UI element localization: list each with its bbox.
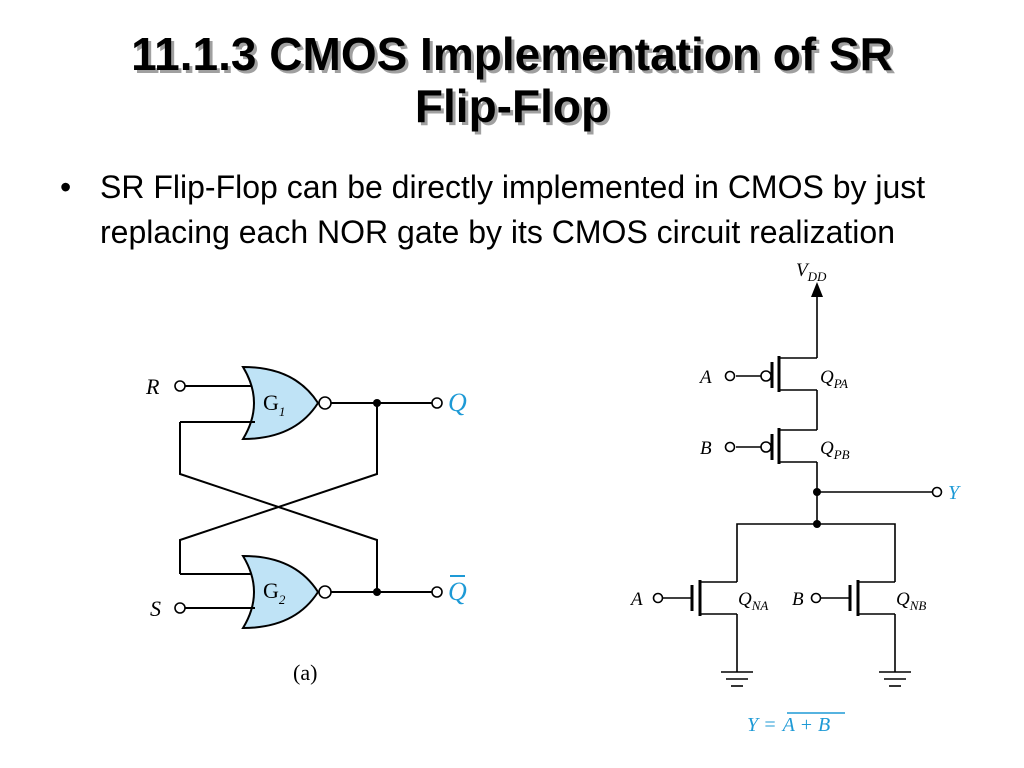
title-line-1: 11.1.3 CMOS Implementation of SR (131, 28, 893, 80)
output-qbar-label: Q (448, 577, 467, 606)
qpa-input-a-label: A (698, 367, 712, 388)
input-a-top-terminal (724, 370, 736, 382)
ground-icon (721, 671, 753, 687)
qnb-label: QNB (896, 589, 926, 613)
qpa-label: QPA (820, 367, 848, 391)
gate-g1-label: G1 (263, 390, 285, 419)
title-line-2: Flip-Flop (414, 80, 610, 132)
nmos-drain-bus (736, 523, 896, 582)
output-y-terminal (931, 486, 943, 498)
slide-title: 11.1.3 CMOS Implementation of SR Flip-Fl… (0, 28, 1024, 132)
bullet-text: SR Flip-Flop can be directly implemented… (100, 169, 926, 250)
qna-label: QNA (738, 589, 768, 613)
input-b-bottom-terminal (810, 592, 822, 604)
input-s-label: S (150, 596, 161, 621)
output-y-label: Y (948, 482, 961, 504)
bullet-item: • SR Flip-Flop can be directly implement… (60, 165, 940, 255)
qbar-output-terminal (431, 586, 443, 598)
q-to-g2-crossover (179, 403, 378, 574)
qpb-label: QPB (820, 438, 850, 462)
bullet-marker: • (60, 169, 72, 205)
nor-equation: Y =A + B (747, 714, 830, 736)
qnb-input-b-label: B (792, 589, 804, 610)
input-r-label: R (145, 374, 160, 399)
qna-input-a-label: A (629, 589, 643, 610)
qbar-junction-node (373, 588, 381, 596)
q-output-terminal (431, 397, 443, 409)
input-a-bottom-terminal (652, 592, 664, 604)
gate-g2-label: G2 (263, 578, 286, 607)
qpb-input-b-label: B (700, 438, 712, 459)
nor-gate-g1 (241, 365, 320, 441)
vdd-arrow-icon (811, 282, 823, 297)
ground-icon (879, 671, 911, 687)
qpb-gate-bubble (760, 441, 772, 453)
input-b-top-terminal (724, 441, 736, 453)
output-q-label: Q (448, 388, 467, 417)
qpa-gate-bubble (760, 370, 772, 382)
nor-gate-g2 (241, 554, 320, 630)
diagram-caption: (a) (293, 660, 317, 685)
vdd-label: VDD (796, 260, 827, 284)
bullet-list: • SR Flip-Flop can be directly implement… (60, 165, 940, 255)
